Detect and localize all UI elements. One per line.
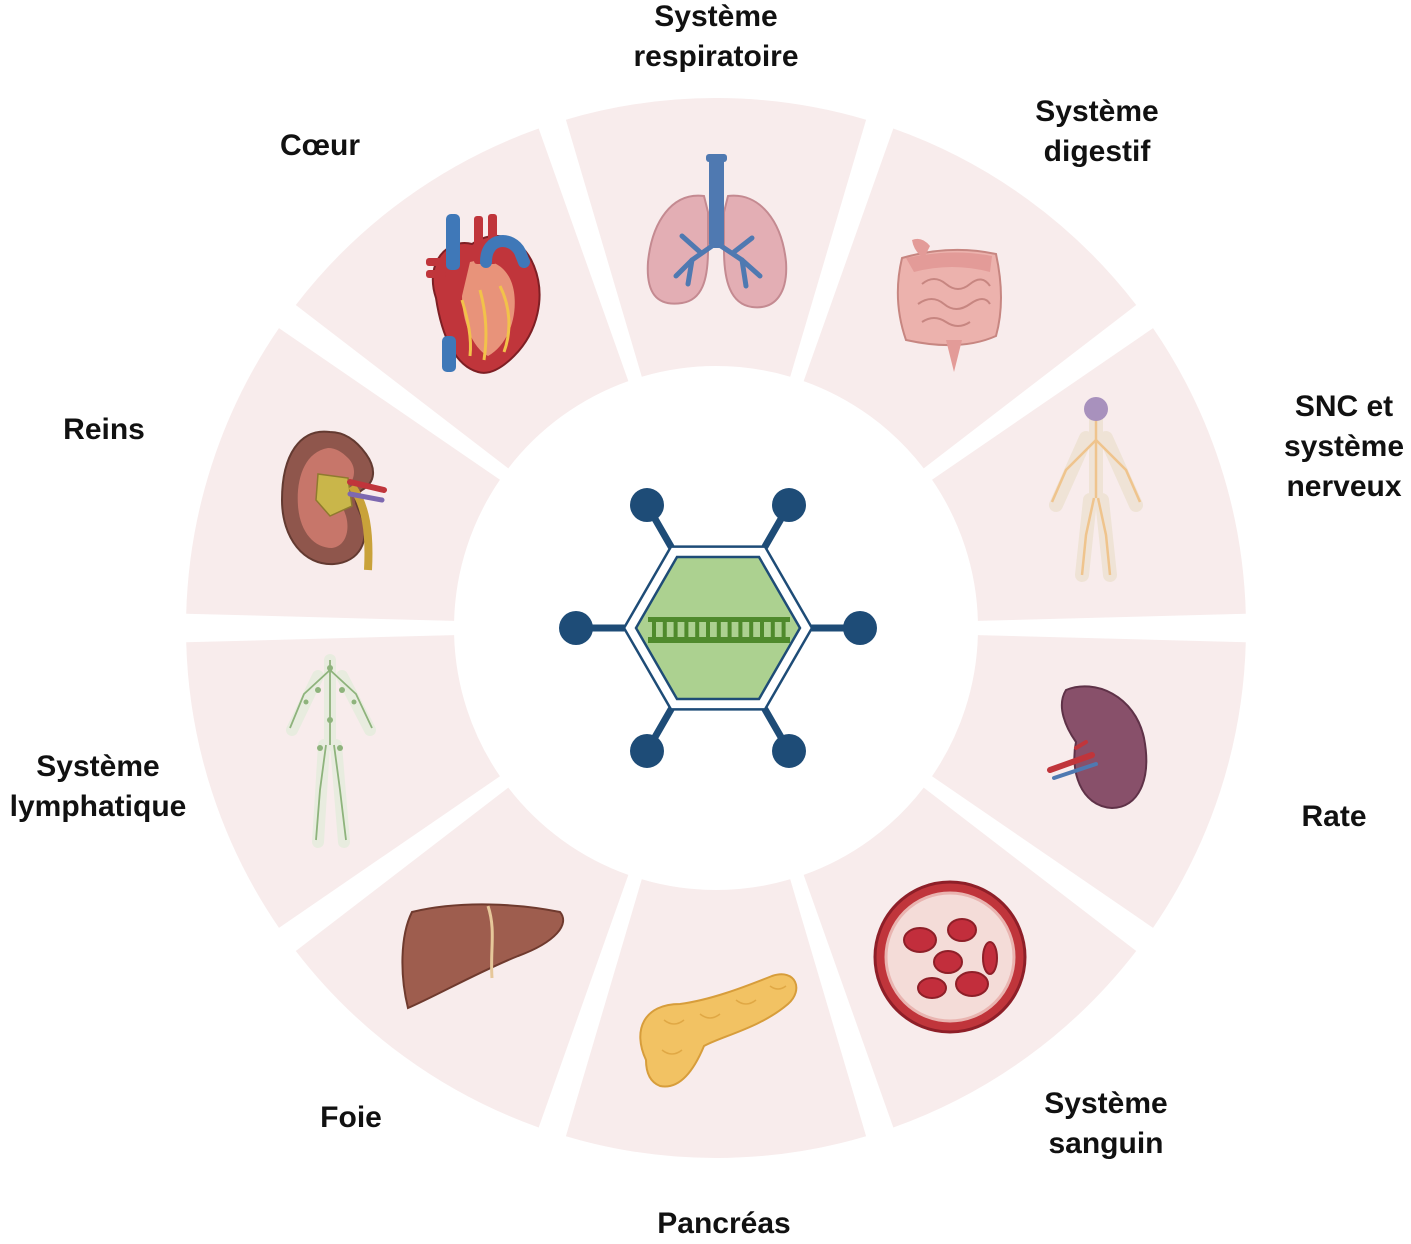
particle-knob [559, 611, 593, 645]
label-line: digestif [1043, 135, 1151, 168]
segment-snc-systeme-nerveux [932, 328, 1246, 621]
nervous-system-icon [1049, 397, 1143, 582]
label-line: Système [1044, 1087, 1168, 1120]
particle-knob [630, 733, 664, 768]
label-line: Reins [63, 413, 145, 446]
label-foie: Foie [320, 1098, 382, 1138]
blood-vessel-icon [873, 880, 1027, 1034]
liver-icon [401, 903, 565, 1010]
label-line: nerveux [1286, 470, 1402, 503]
mrna-strand-icon [648, 617, 790, 643]
label-systeme-lymphatique: Système lymphatique [10, 747, 187, 827]
mrna-base [716, 620, 721, 639]
mrna-base [727, 620, 732, 639]
mrna-base [738, 620, 743, 639]
label-line: Système [654, 0, 778, 33]
label-line: respiratoire [633, 40, 799, 73]
mrna-base [662, 620, 667, 639]
particle-arm [761, 515, 785, 551]
label-snc-systeme-nerveux: SNC et système nerveux [1284, 387, 1404, 507]
mrna-base [706, 620, 710, 639]
label-line: sanguin [1048, 1127, 1164, 1160]
particle-arm [761, 705, 785, 741]
pancreas-icon [639, 973, 798, 1088]
mrna-base [781, 620, 786, 639]
particle-knob [630, 488, 664, 523]
mrna-base [673, 620, 678, 639]
label-line: Système [1035, 95, 1159, 128]
heart-icon [426, 214, 541, 374]
label-systeme-sanguin: Système sanguin [1044, 1084, 1167, 1164]
label-reins: Reins [63, 410, 145, 450]
mrna-base [760, 620, 764, 639]
label-coeur: Cœur [280, 126, 360, 166]
lungs-icon [646, 154, 788, 309]
label-line: SNC et [1294, 390, 1394, 423]
kidney-icon [280, 430, 387, 571]
label-line: lymphatique [9, 790, 187, 823]
mrna-base [749, 620, 754, 639]
particle-arm [651, 705, 675, 741]
lymphatic-system-icon [286, 654, 376, 848]
intestines-icon [896, 238, 1002, 372]
label-line: Système [36, 750, 160, 783]
particle-knob [772, 488, 806, 523]
label-pancreas: Pancréas [657, 1204, 790, 1244]
label-rate: Rate [1301, 797, 1366, 837]
particle-arm [651, 515, 675, 551]
lipid-nanoparticle-mrna-icon [559, 488, 877, 768]
mrna-base [684, 620, 689, 639]
label-systeme-digestif: Système digestif [1035, 92, 1158, 172]
label-line: système [1283, 430, 1405, 463]
mrna-base [770, 620, 775, 639]
particle-knob [772, 733, 806, 768]
label-line: Foie [320, 1101, 382, 1134]
particle-knob [843, 611, 877, 645]
mrna-base [652, 620, 656, 639]
label-line: Cœur [280, 129, 360, 162]
spleen-icon [1047, 685, 1148, 810]
mrna-base [695, 620, 700, 639]
label-line: Pancréas [657, 1207, 791, 1240]
label-systeme-respiratoire: Système respiratoire [633, 0, 798, 77]
label-line: Rate [1301, 800, 1367, 833]
